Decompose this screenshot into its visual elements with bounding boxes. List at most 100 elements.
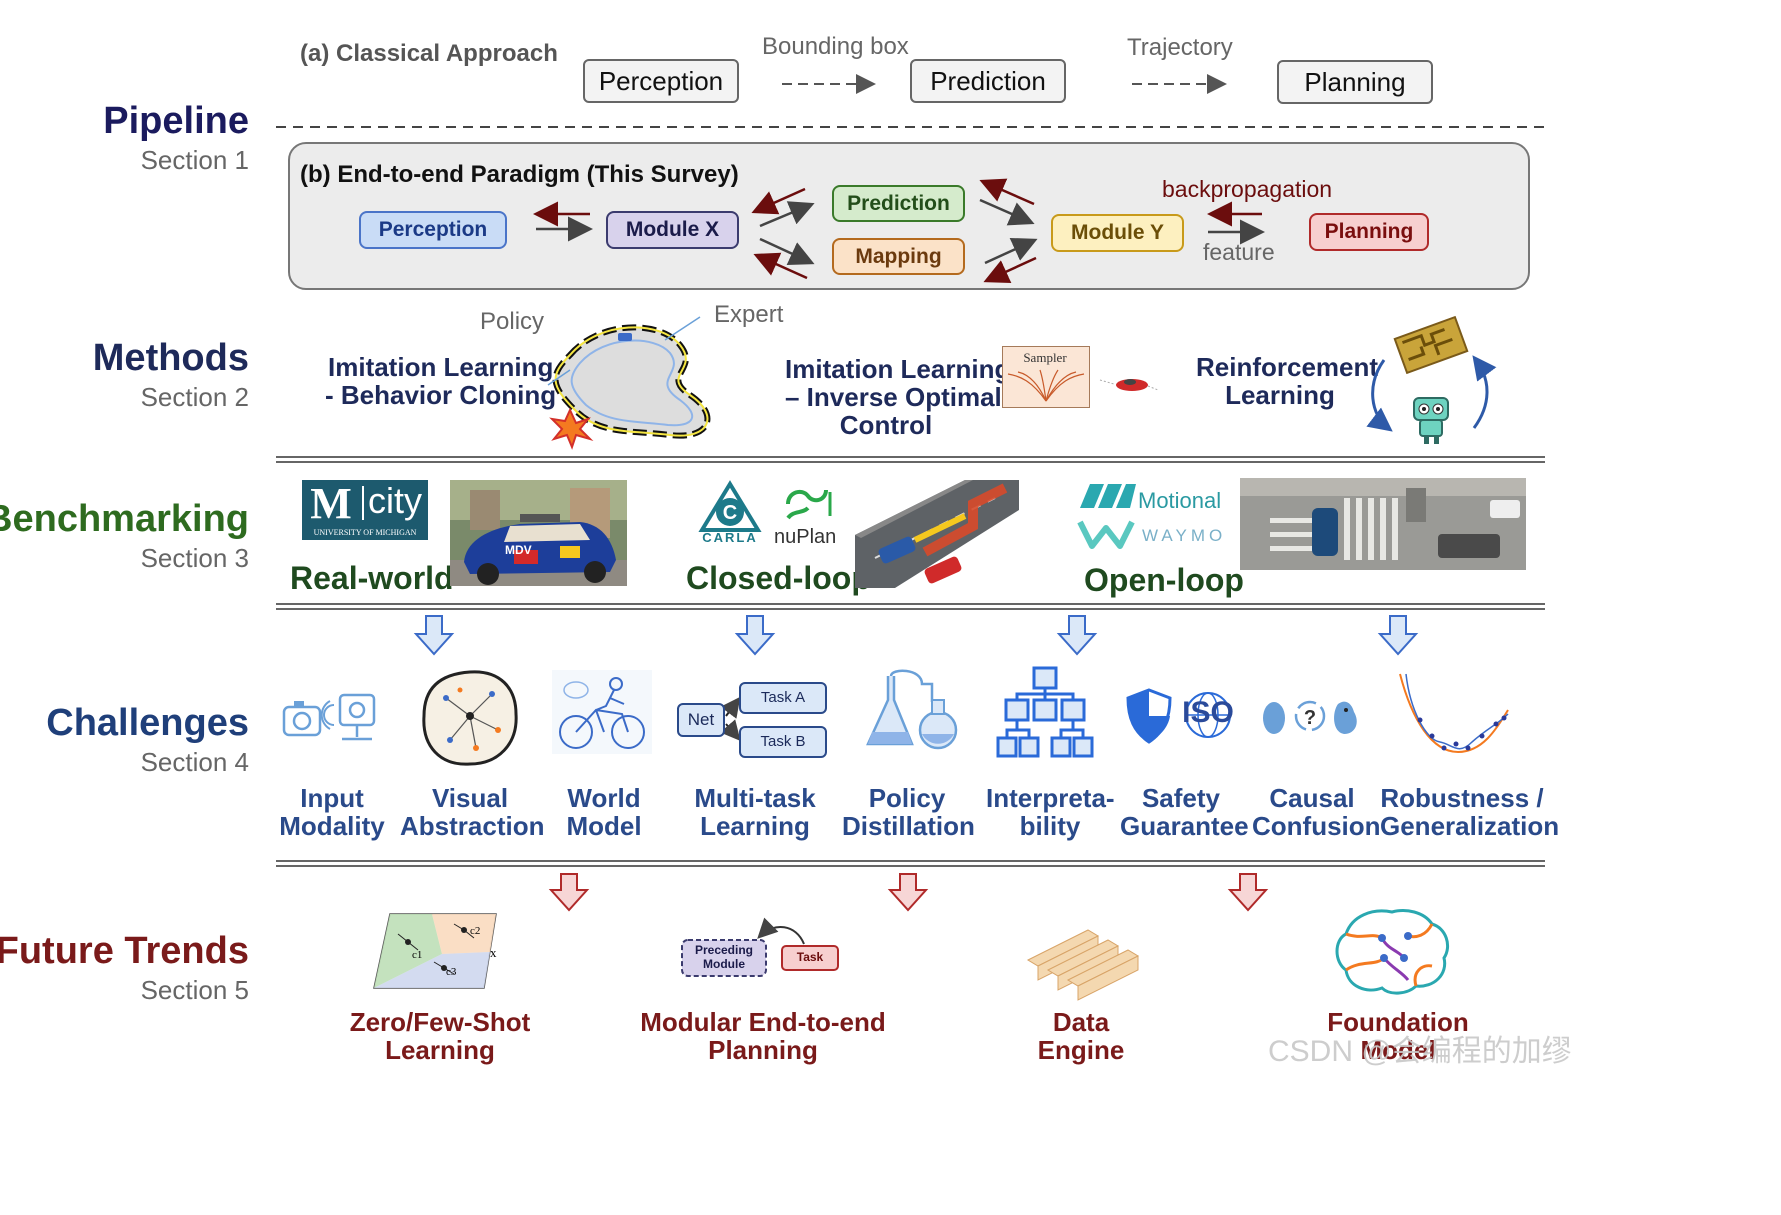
data-engine-servers-icon (1026, 929, 1140, 1001)
camera-icon (282, 693, 376, 741)
challenge-interpretability-2: bility (1019, 811, 1081, 841)
modular-diagram (681, 917, 839, 977)
section-sub-future: Section 5 (140, 975, 249, 1005)
rl-cycle-robot-icon (1366, 315, 1497, 444)
modular-task: Task (796, 950, 824, 964)
challenge-safety-guarantee-1: Safety (1141, 783, 1221, 813)
classical-planning-box: Planning (1277, 60, 1433, 104)
sampler-rays-icon (1007, 369, 1085, 402)
section-title-methods: Methods (92, 337, 249, 379)
challenge-causal-confusion-1: Causal (1269, 783, 1355, 813)
challenge-input-modality-2: Modality (279, 811, 385, 841)
nuplan-label: nuPlan (774, 526, 837, 548)
flask-distillation-icon (866, 669, 958, 750)
svg-text:C: C (723, 502, 737, 524)
shield-icon (1126, 688, 1172, 744)
red-car-icon (1099, 379, 1159, 391)
challenge-policy-distillation-2: Distillation (842, 811, 975, 841)
e2e-perception-box: Perception (359, 211, 507, 249)
multitask-task-a-label: Task A (760, 689, 806, 706)
mcity-logo-city: city (368, 480, 422, 521)
realworld-label: Real-world (290, 560, 454, 596)
cluster-c1: c1 (412, 949, 423, 961)
mcity-divider (362, 486, 364, 520)
zero-shot-cluster-icon (373, 913, 497, 989)
waymo-logo-icon (1077, 520, 1135, 549)
e2e-module-y-box: Module Y (1051, 214, 1184, 252)
section-sub-methods: Section 2 (140, 382, 249, 412)
backprop-label: backpropagation (1162, 176, 1333, 202)
ioc-label-3: Control (839, 410, 933, 440)
modular-preceding-2: Module (703, 957, 745, 971)
open-loop-aerial-photo (1240, 478, 1526, 570)
section-sub-challenges: Section 4 (140, 747, 249, 777)
future-modular-2: Planning (708, 1035, 818, 1065)
multitask-task-b-label: Task B (760, 733, 806, 750)
challenge-interpretability-1: Interpreta- (986, 783, 1115, 813)
challenge-robustness-2: Generalization (1380, 811, 1560, 841)
future-foundation-2: Model (1360, 1035, 1436, 1065)
rl-label-2: Learning (1225, 380, 1335, 410)
bc-label-2: - Behavior Cloning (325, 380, 557, 410)
future-foundation-1: Foundation (1327, 1007, 1469, 1037)
motional-label: Motional (1138, 488, 1222, 513)
cluster-c3: c3 (446, 966, 457, 978)
scene-graph-icon (422, 670, 518, 766)
challenge-world-model-2: Model (566, 811, 642, 841)
edge-label-trajectory: Trajectory (1127, 34, 1233, 61)
challenge-policy-distillation-1: Policy (868, 783, 946, 813)
expert-label: Expert (714, 301, 784, 328)
classical-heading: (a) Classical Approach (300, 40, 558, 67)
policy-label: Policy (480, 308, 545, 335)
mdv-car-tag: MDV (505, 543, 532, 557)
section-title-challenges: Challenges (46, 702, 249, 744)
mcity-logo-univ: UNIVERSITY OF MICHIGAN (313, 528, 417, 537)
future-data-engine-2: Engine (1037, 1035, 1125, 1065)
challenge-multitask-1: Multi-task (694, 783, 816, 813)
multitask-diagram (677, 682, 827, 758)
classical-perception-box: Perception (583, 59, 739, 103)
mdv-car-photo (450, 480, 627, 586)
rl-label-1: Reinforcement (1196, 352, 1379, 382)
causal-egg-chick-icon: ? (1263, 700, 1357, 734)
behavior-cloning-track-icon (547, 316, 711, 450)
nuplan-logo-icon (786, 489, 832, 520)
ioc-label-1: Imitation Learning (785, 354, 1011, 384)
closed-loop-road-render (855, 480, 1019, 588)
challenge-robustness-1: Robustness / (1380, 783, 1544, 813)
challenge-multitask-2: Learning (700, 811, 810, 841)
blue-down-arrows (413, 615, 1419, 656)
motional-logo-icon (1080, 484, 1136, 508)
sampler-label: Sampler (1023, 350, 1067, 365)
challenge-safety-guarantee-2: Guarantee (1120, 811, 1249, 841)
ioc-label-2: – Inverse Optimal (785, 382, 1002, 412)
section-sub-pipeline: Section 1 (140, 145, 249, 175)
section-title-pipeline: Pipeline (103, 100, 249, 142)
waymo-label: WAYMO (1142, 526, 1227, 545)
challenge-input-modality-1: Input (300, 783, 364, 813)
e2e-arrows (533, 178, 1265, 284)
cluster-c2: c2 (470, 925, 481, 937)
future-zero-shot-2: Learning (385, 1035, 495, 1065)
classical-prediction-box: Prediction (910, 59, 1066, 103)
e2e-mapping-box: Mapping (832, 238, 965, 275)
e2e-module-x-box: Module X (606, 211, 739, 249)
challenge-causal-confusion-2: Confusion (1252, 811, 1381, 841)
modular-preceding-1: Preceding (694, 943, 754, 957)
bc-label-1: Imitation Learning (328, 352, 554, 382)
section-sub-benchmarking: Section 3 (140, 543, 249, 573)
section-title-benchmarking: Benchmarking (0, 498, 249, 540)
carla-logo-icon: C (698, 480, 762, 532)
challenge-world-model-1: World (567, 783, 641, 813)
svg-text:?: ? (1304, 707, 1316, 729)
e2e-planning-box: Planning (1309, 213, 1429, 251)
mcity-logo-m: M (310, 479, 352, 528)
red-down-arrows (548, 873, 1269, 912)
iso-globe-icon (1185, 692, 1231, 738)
cluster-x: x (490, 945, 497, 960)
carla-label: CARLA (702, 530, 758, 545)
future-modular-1: Modular End-to-end (640, 1007, 886, 1037)
challenge-visual-abstraction-1: Visual (431, 783, 509, 813)
future-data-engine-1: Data (1052, 1007, 1110, 1037)
